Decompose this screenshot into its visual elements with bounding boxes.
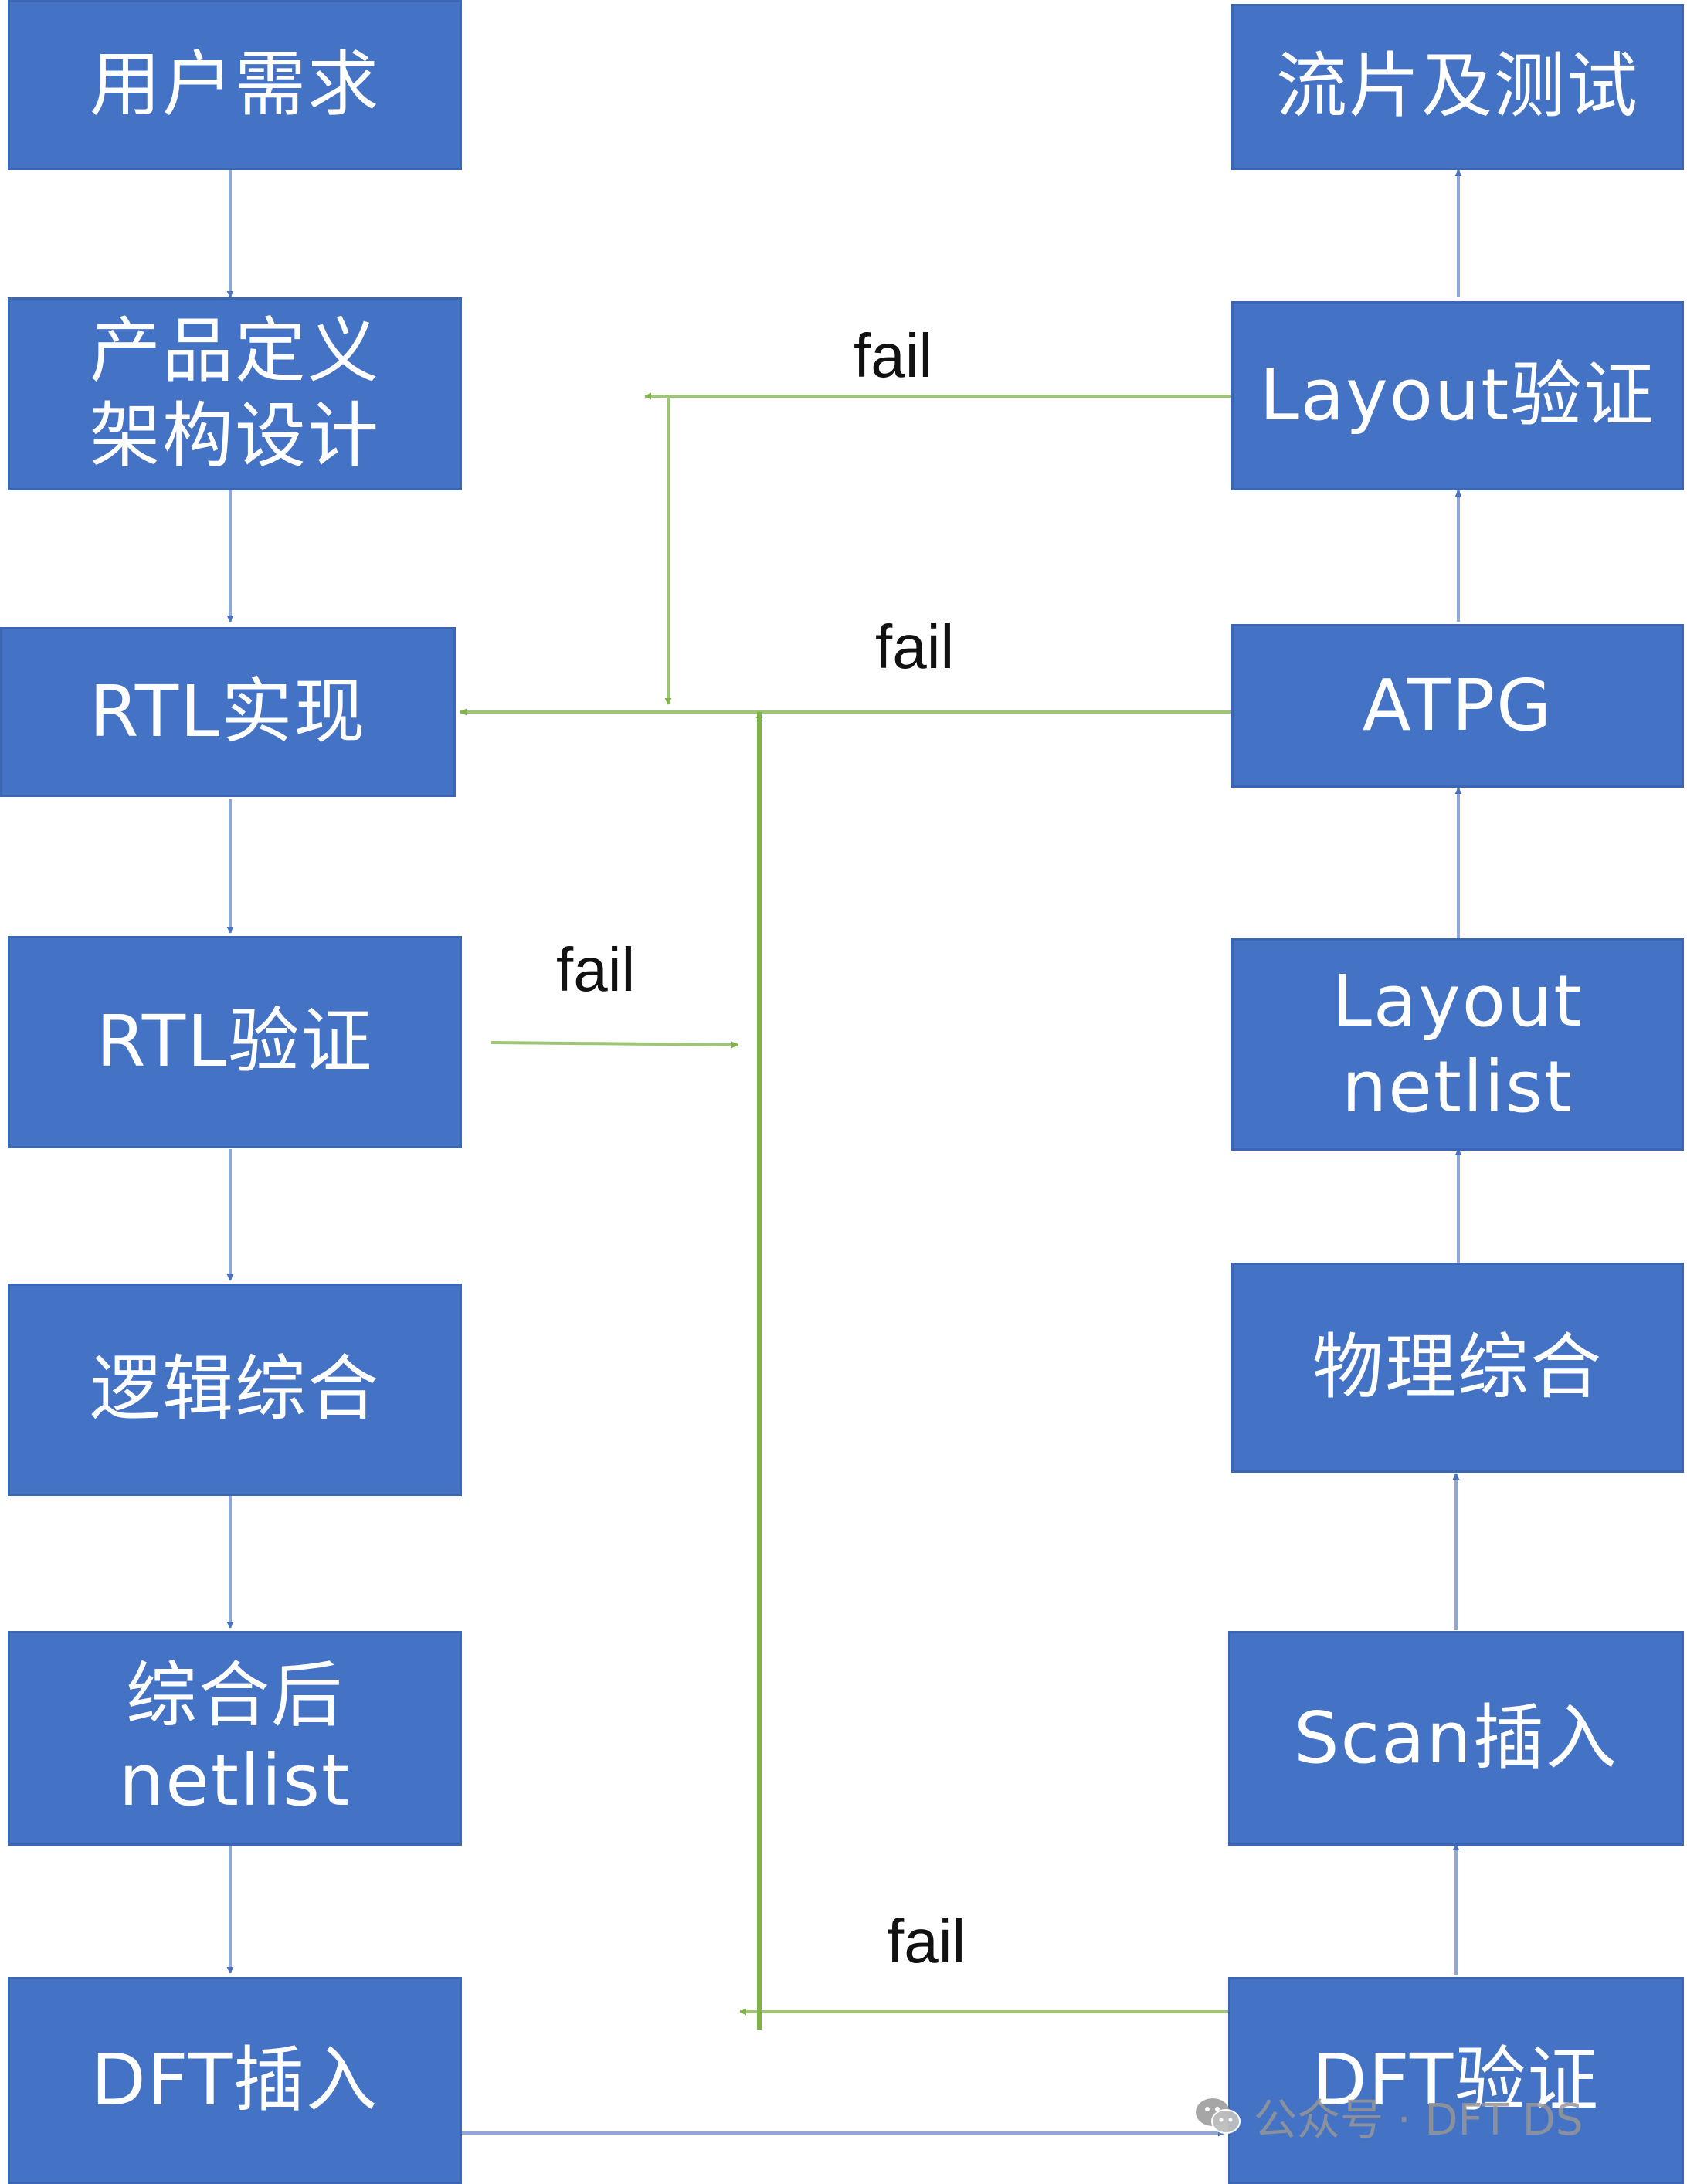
node-layout-verification: Layout验证 <box>1231 301 1684 490</box>
node-product-definition: 产品定义 架构设计 <box>8 297 462 490</box>
fail-label-dft-verify: fail <box>887 1907 966 1975</box>
node-label: RTL验证 <box>96 1000 374 1084</box>
node-dft-insertion: DFT插入 <box>8 1977 462 2184</box>
node-label-line-1: 综合后 <box>125 1653 344 1737</box>
watermark: 公众号 · DFT DS <box>1193 2085 1583 2148</box>
node-label: DFT插入 <box>90 2038 379 2121</box>
node-label: 用户需求 <box>89 42 380 126</box>
node-label-line-1: Layout <box>1332 960 1583 1043</box>
node-atpg: ATPG <box>1231 624 1684 788</box>
node-rtl-implementation: RTL实现 <box>0 627 456 797</box>
node-label: RTL实现 <box>89 670 367 753</box>
node-physical-synthesis: 物理综合 <box>1231 1263 1684 1473</box>
wechat-icon <box>1196 2098 1241 2134</box>
node-user-requirements: 用户需求 <box>8 0 462 170</box>
node-tapeout-and-test: 流片及测试 <box>1231 4 1684 170</box>
node-label: 物理综合 <box>1312 1325 1603 1409</box>
node-label: ATPG <box>1362 663 1553 747</box>
fail-label-layout: fail <box>854 321 933 390</box>
node-label: DFT验证 <box>1312 2038 1600 2121</box>
fail-label-rtl-verify: fail <box>556 935 636 1004</box>
node-label: Scan插入 <box>1294 1696 1618 1779</box>
node-label: 流片及测试 <box>1275 45 1639 128</box>
fail-line-rtl-verify <box>490 1041 738 1049</box>
node-logic-synthesis: 逻辑综合 <box>8 1284 462 1496</box>
node-label-line-2: netlist <box>118 1739 351 1822</box>
node-label: 逻辑综合 <box>89 1348 380 1431</box>
fail-label-atpg: fail <box>875 612 955 681</box>
node-post-synthesis-netlist: 综合后 netlist <box>8 1631 462 1846</box>
node-label-line-1: 产品定义 <box>89 309 380 392</box>
watermark-text: 公众号 · DFT DS <box>1254 2095 1583 2145</box>
node-label: Layout验证 <box>1259 354 1656 437</box>
node-label-line-2: netlist <box>1341 1045 1574 1128</box>
node-scan-insertion: Scan插入 <box>1228 1631 1684 1846</box>
node-label-line-2: 架构设计 <box>89 395 380 477</box>
node-rtl-verification: RTL验证 <box>8 936 462 1148</box>
node-dft-verification: DFT验证 <box>1228 1977 1684 2184</box>
node-layout-netlist: Layout netlist <box>1231 938 1684 1151</box>
